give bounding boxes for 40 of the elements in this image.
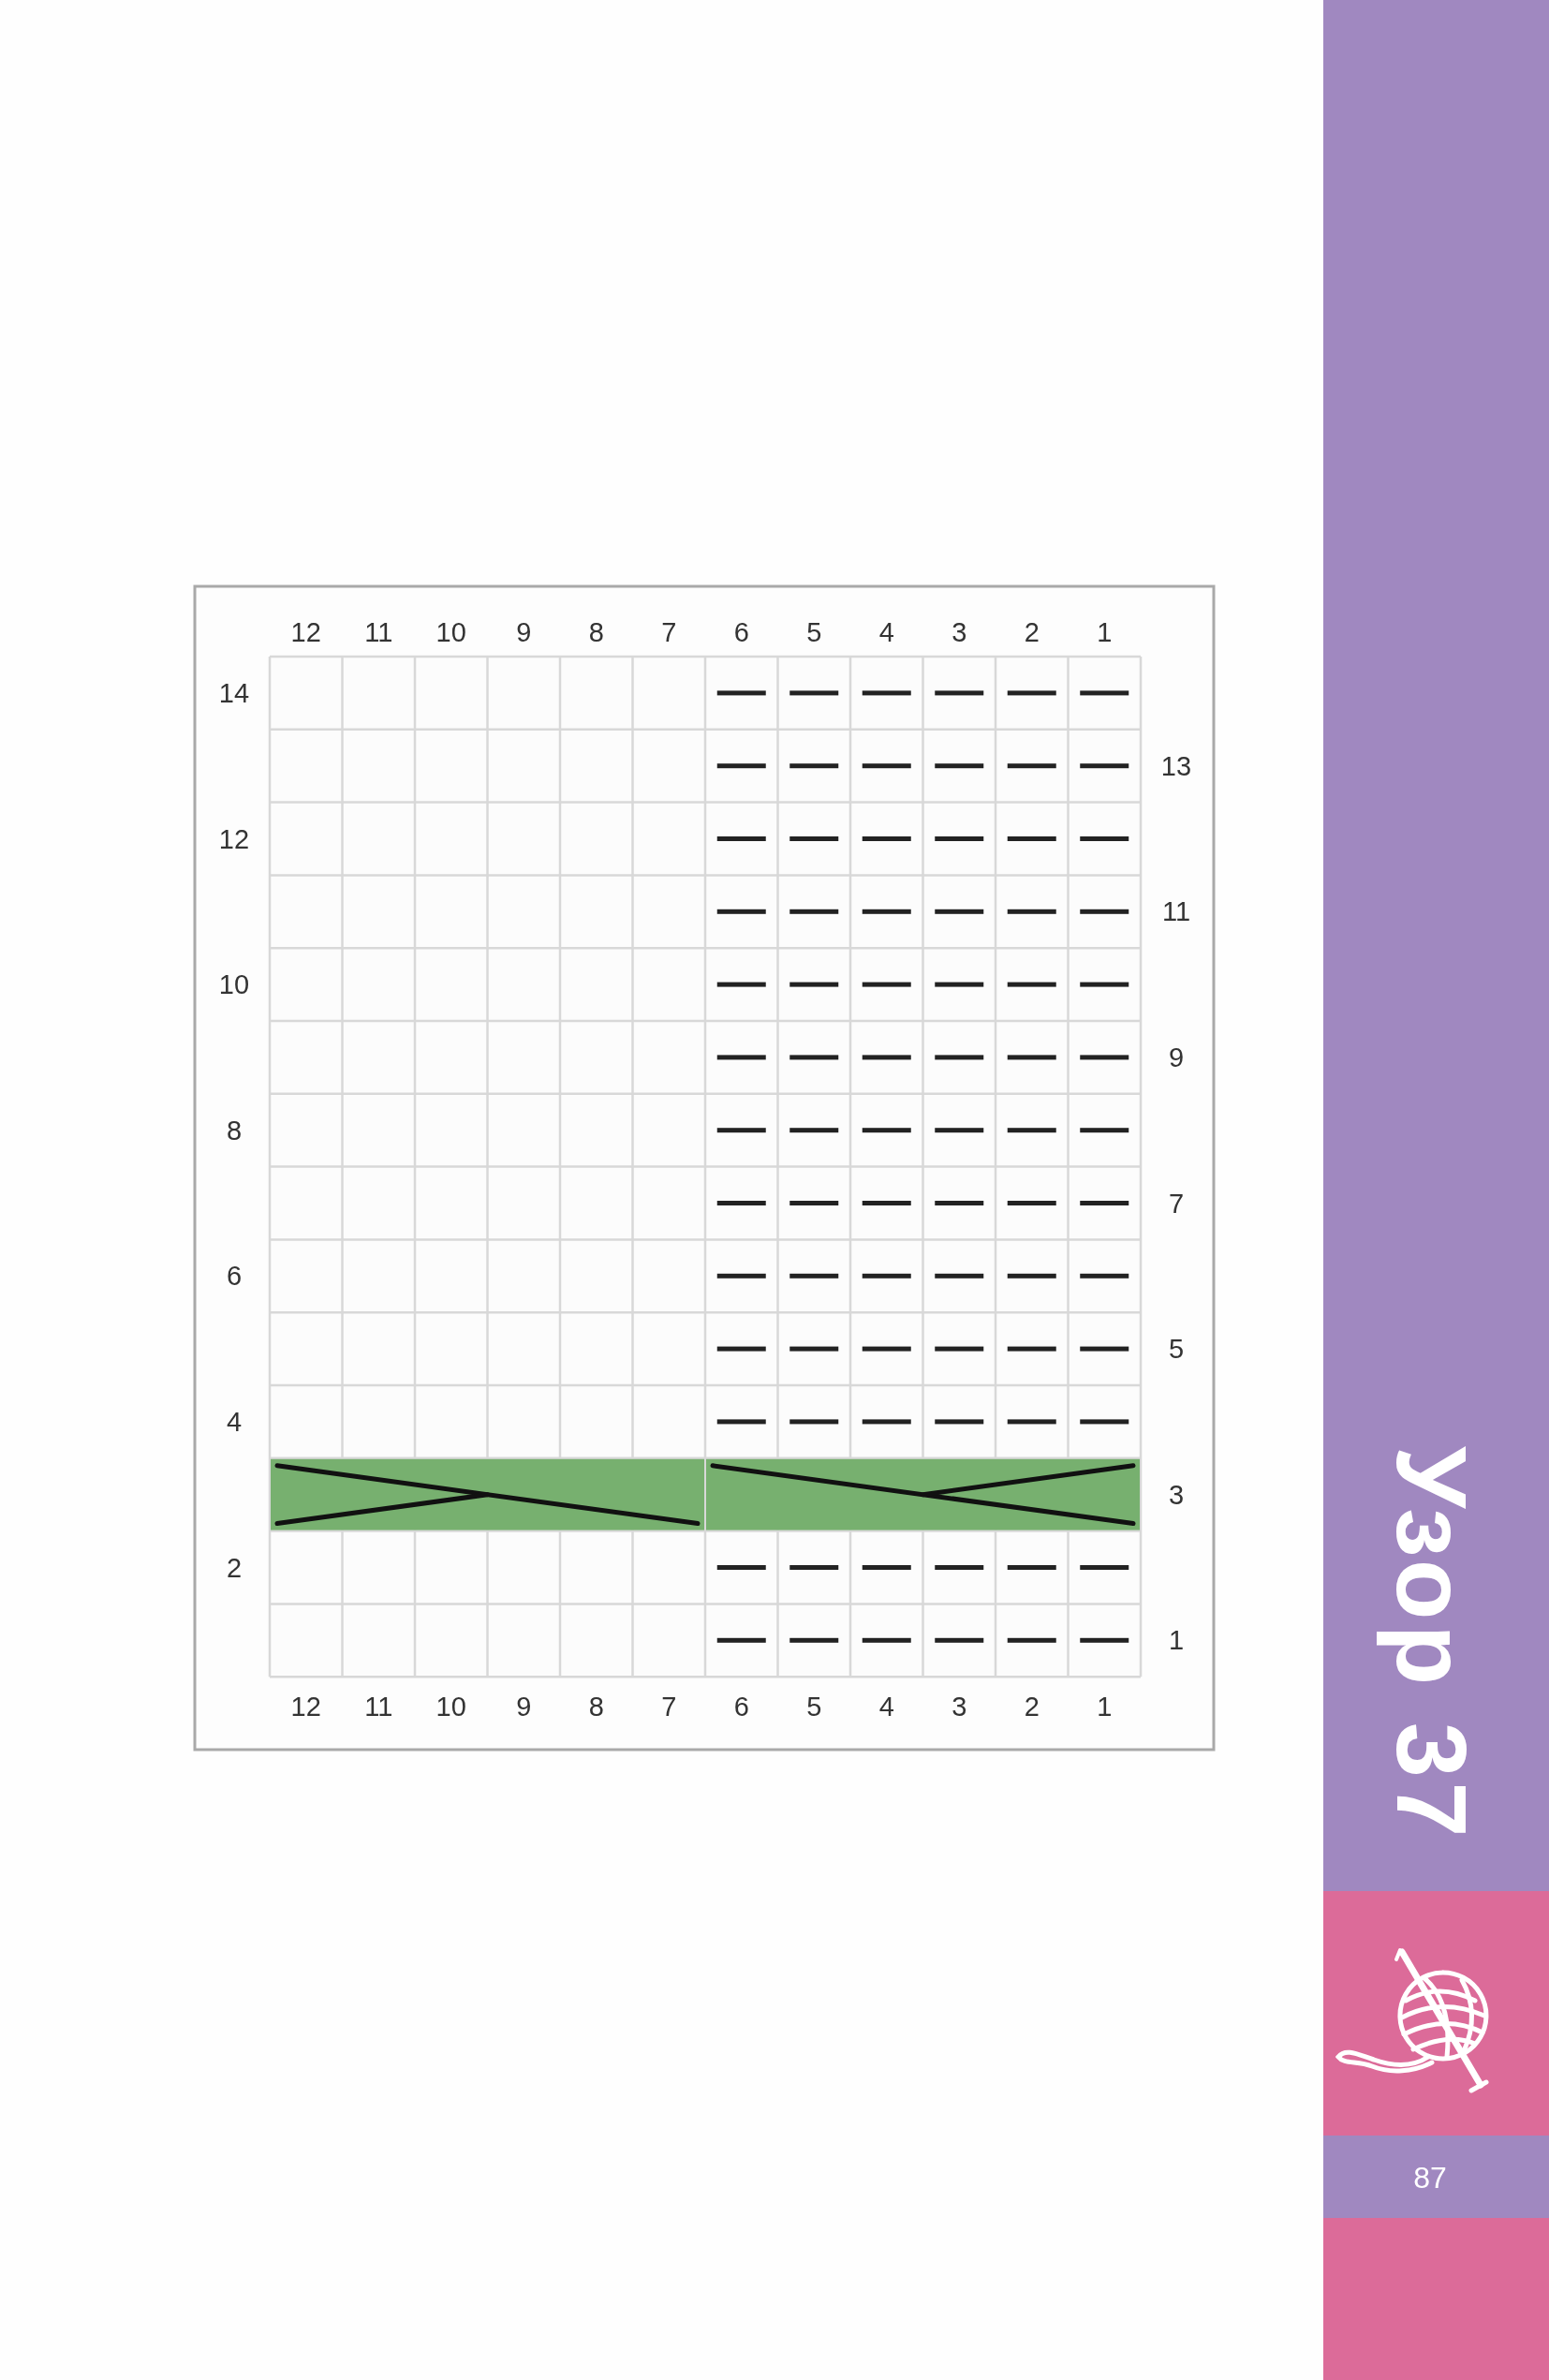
column-number: 10 [435, 1693, 466, 1721]
column-number: 3 [952, 618, 967, 646]
column-number: 5 [806, 618, 822, 646]
row-number: 13 [1160, 752, 1192, 780]
column-number: 7 [661, 618, 677, 646]
row-number: 8 [226, 1116, 243, 1145]
column-number: 12 [290, 618, 321, 646]
column-number: 11 [364, 618, 393, 646]
row-number: 3 [1168, 1481, 1185, 1509]
column-number: 8 [588, 1693, 604, 1721]
column-number: 12 [290, 1693, 321, 1721]
column-number: 4 [878, 1693, 894, 1721]
row-number: 1 [1168, 1626, 1185, 1654]
column-number: 1 [1097, 1693, 1113, 1721]
column-number: 5 [806, 1693, 822, 1721]
row-number: 11 [1161, 897, 1191, 925]
pattern-title: Узор 37 [1375, 1444, 1488, 1844]
column-number: 2 [1024, 1693, 1040, 1721]
column-number: 9 [516, 1693, 532, 1721]
row-number: 10 [218, 970, 250, 998]
column-number: 6 [733, 618, 749, 646]
row-number: 12 [218, 825, 250, 852]
column-number: 1 [1097, 618, 1113, 646]
column-number: 8 [588, 618, 604, 646]
row-number: 7 [1168, 1190, 1185, 1217]
page-number: 87 [1413, 2163, 1447, 2193]
column-number: 7 [661, 1693, 677, 1721]
row-number: 2 [226, 1554, 243, 1581]
column-number: 11 [364, 1693, 393, 1721]
row-number: 14 [218, 679, 250, 707]
row-number: 9 [1168, 1043, 1185, 1072]
row-number: 4 [226, 1408, 243, 1436]
row-number: 5 [1168, 1335, 1185, 1363]
column-number: 6 [733, 1693, 749, 1721]
column-number: 10 [435, 618, 466, 646]
column-number: 3 [952, 1693, 967, 1721]
column-number: 2 [1024, 618, 1040, 646]
column-number: 9 [516, 618, 532, 646]
column-number: 4 [878, 618, 894, 646]
row-number: 6 [226, 1262, 243, 1290]
